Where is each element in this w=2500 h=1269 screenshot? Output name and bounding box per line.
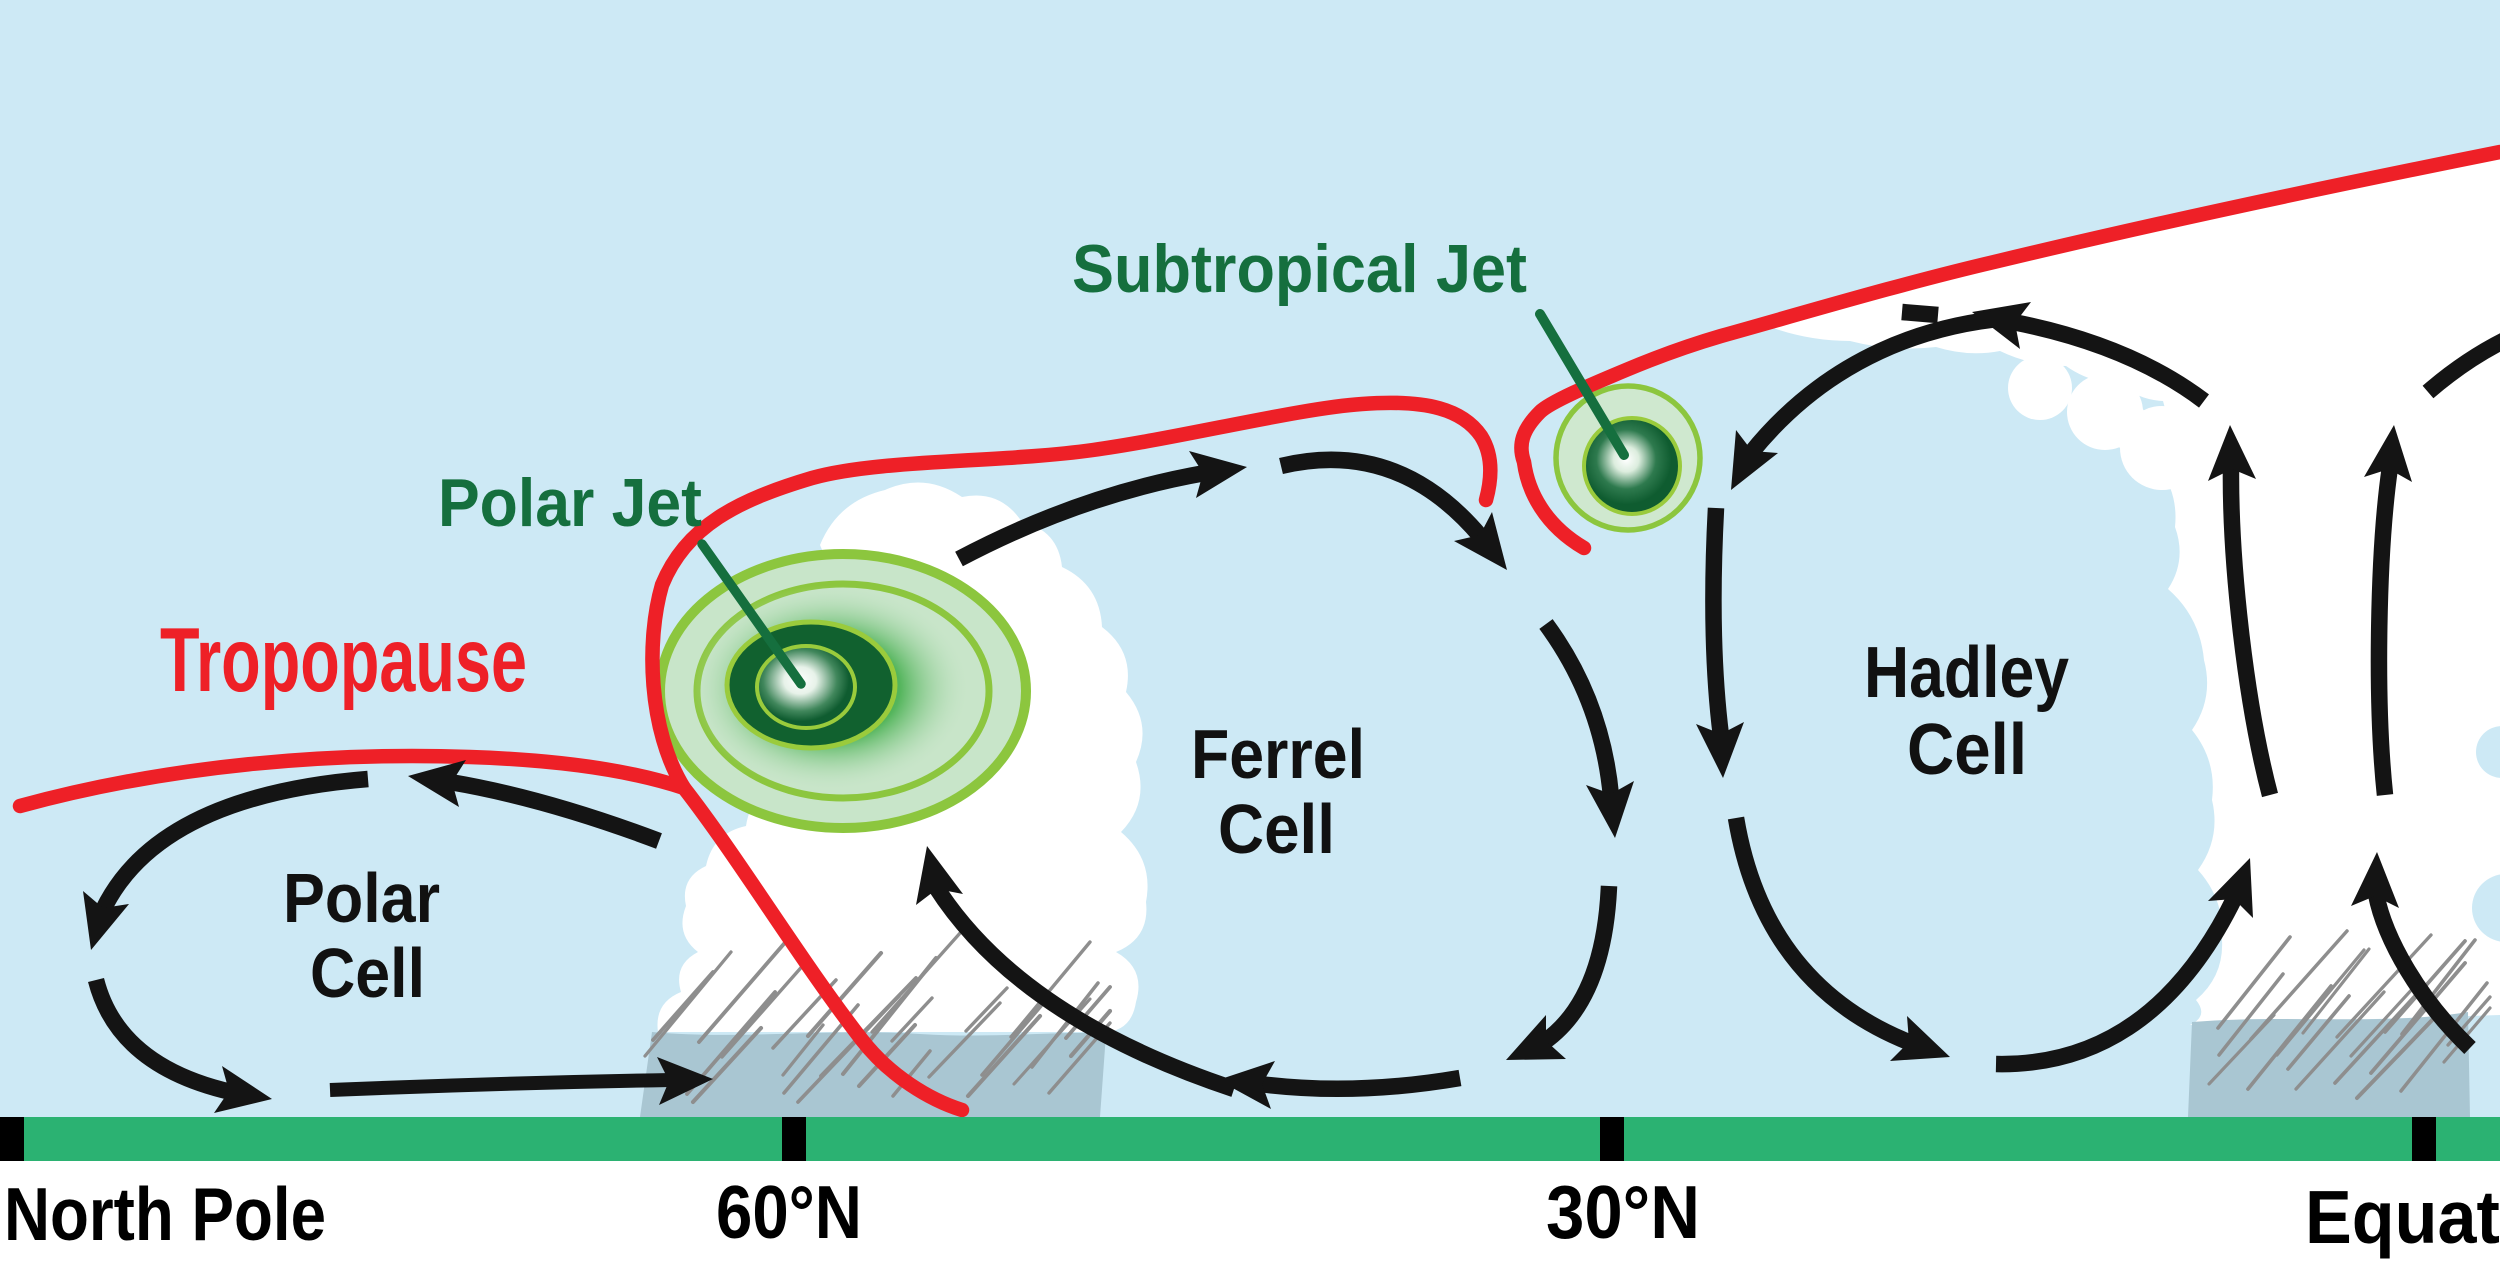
svg-text:Subtropical Jet: Subtropical Jet [1072, 231, 1527, 307]
svg-text:Tropopause: Tropopause [160, 610, 527, 711]
svg-text:Polar Jet: Polar Jet [438, 465, 702, 541]
svg-text:Hadley: Hadley [1864, 633, 2069, 713]
svg-text:Cell: Cell [1218, 790, 1335, 868]
svg-text:Cell: Cell [1907, 710, 2027, 790]
svg-text:Cell: Cell [310, 934, 425, 1012]
svg-text:Equator: Equator [2305, 1175, 2500, 1259]
svg-text:30°N: 30°N [1546, 1170, 1700, 1254]
svg-text:North Pole: North Pole [4, 1172, 326, 1256]
svg-text:60°N: 60°N [716, 1170, 862, 1254]
svg-text:Ferrel: Ferrel [1191, 715, 1365, 793]
svg-text:Polar: Polar [283, 859, 440, 937]
